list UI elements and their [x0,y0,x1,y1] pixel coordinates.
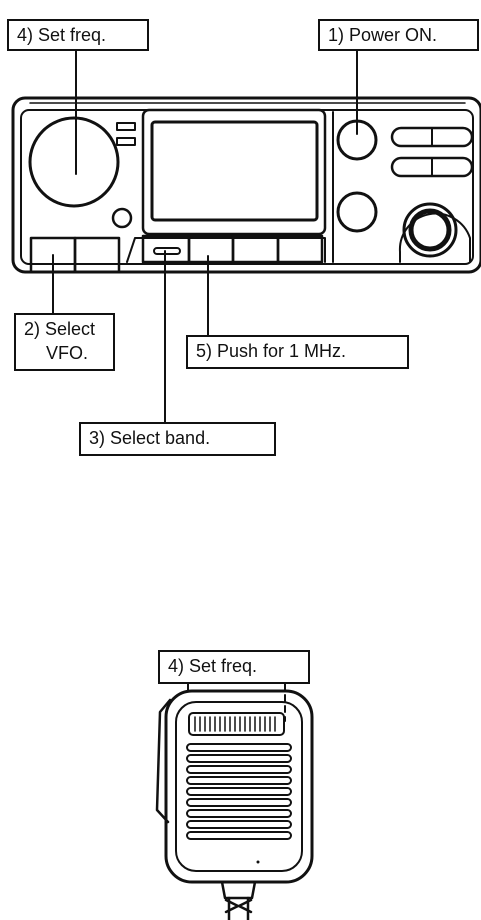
band-button-slot [153,247,181,255]
indicator-led-upper [116,122,136,131]
mic-connector-inner[interactable] [408,208,452,252]
callout-select-band-text: 3) Select band. [89,428,211,448]
mic-sensor-dot [256,860,260,864]
mic-speaker-grille [186,743,292,840]
display-bezel [141,108,327,236]
button-tray [126,237,326,263]
mic-face [175,701,303,872]
callout-push-1mhz-text: 5) Push for 1 MHz. [196,341,347,361]
function-button-3[interactable] [231,234,280,264]
callout-select-band: 3) Select band. [79,422,276,456]
indicator-led-lower [116,137,136,146]
microphone [155,683,314,920]
function-button-4[interactable] [276,234,324,264]
vfo-button-b[interactable] [73,236,121,274]
mic-top-grille-slots [194,716,276,732]
mic-connector-outer [402,202,458,258]
callout-mic-set-frequency-text: 4) Set freq. [168,656,258,676]
callout-select-vfo-line2: VFO. [46,343,89,363]
lcd-display [150,120,319,222]
callout-power-on-text: 1) Power ON. [328,25,438,45]
callout-mic-set-frequency: 4) Set freq. [158,650,310,684]
mic-strain-relief [220,880,257,900]
callout-set-frequency: 4) Set freq. [7,19,149,51]
radio-front-panel [11,96,481,274]
callout-power-on: 1) Power ON. [318,19,479,51]
leader-lines [52,50,358,423]
callout-set-frequency-text: 4) Set freq. [17,25,107,45]
volume-knob[interactable] [336,191,378,233]
callout-select-vfo-line1: 2) Select [24,319,96,339]
radio-outer-case [11,96,481,274]
mic-body [164,689,314,884]
small-control-knob[interactable] [111,207,133,229]
callout-select-vfo: 2) Select VFO. [14,313,115,371]
ptt-side-switch[interactable] [155,698,172,824]
main-dial-knob[interactable] [28,116,120,208]
mhz-button[interactable] [187,234,235,264]
mic-top-grille [188,712,285,736]
mic-cable-boot [224,896,253,920]
callout-push-1mhz: 5) Push for 1 MHz. [186,335,409,369]
mic-connector-housing [398,212,471,263]
